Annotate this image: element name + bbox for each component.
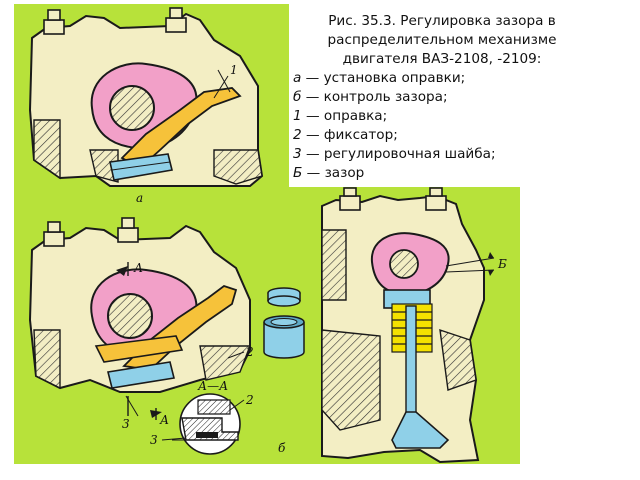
- label-part-2-detail: 2: [245, 393, 254, 407]
- view-b-right-drawing: [321, 187, 495, 464]
- label-view-a: а: [136, 191, 143, 205]
- camshaft-a: [109, 85, 155, 131]
- label-arrow-a-bottom: А: [159, 413, 169, 427]
- leader-lines: [125, 75, 245, 441]
- caption-box: Рис. 35.3. Регулировка зазора в распреде…: [289, 4, 595, 187]
- section-detail: [172, 393, 241, 455]
- label-arrow-a-top: А: [133, 261, 143, 275]
- head-bolts-b: [43, 217, 139, 247]
- label-tool-1: 1: [230, 63, 238, 77]
- legend-item: 1 — оправка;: [293, 108, 388, 124]
- spare-parts: [263, 287, 305, 359]
- view-a-drawing: [28, 7, 264, 187]
- caption-title: Рис. 35.3. Регулировка зазора в распреде…: [327, 13, 557, 67]
- legend-item: б — контроль зазора;: [293, 89, 448, 105]
- valve-head: [391, 411, 450, 449]
- legend-item: 2 — фиксатор;: [293, 127, 398, 143]
- label-part-3-main: 3: [122, 417, 130, 431]
- legend-item: Б — зазор: [293, 165, 365, 181]
- tappet-shim-b: [107, 361, 175, 389]
- valve-stem: [405, 305, 417, 417]
- tappet-shim-a: [109, 153, 173, 181]
- view-b-left-drawing: [28, 217, 252, 420]
- label-part-3-detail: 3: [150, 433, 158, 447]
- legend-item: а — установка оправки;: [293, 70, 466, 86]
- camshaft-b: [107, 293, 153, 339]
- fixer-2: [94, 335, 184, 363]
- head-bolts-a: [43, 7, 187, 35]
- label-gap-b: Б: [497, 257, 507, 271]
- label-section-aa: А—А: [197, 379, 228, 393]
- label-view-b: б: [278, 441, 286, 455]
- legend-item: 3 — регулировочная шайба;: [293, 146, 496, 162]
- legend-list: а — установка оправки; б — контроль зазо…: [289, 69, 595, 183]
- label-part-2-main: 2: [245, 345, 254, 359]
